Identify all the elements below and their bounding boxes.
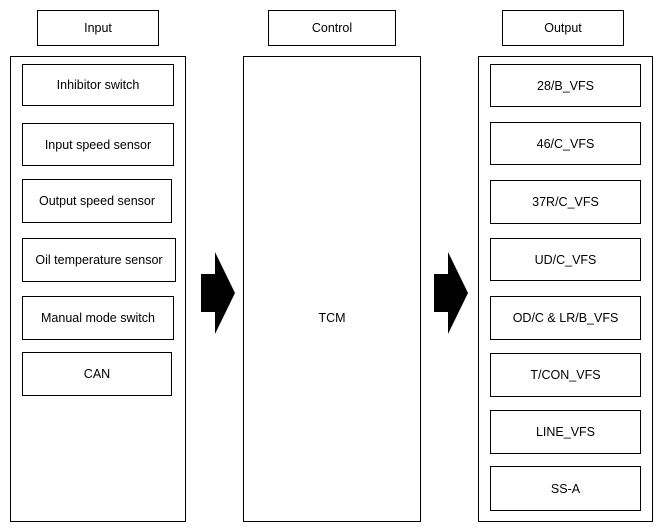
input-header: Input (37, 10, 159, 46)
output-item-tcon-vfs: T/CON_VFS (490, 353, 641, 397)
input-item-input-speed-sensor: Input speed sensor (22, 123, 174, 166)
control-header: Control (268, 10, 396, 46)
output-item-46c-vfs: 46/C_VFS (490, 122, 641, 165)
input-item-inhibitor-switch: Inhibitor switch (22, 64, 174, 106)
output-item-line-vfs: LINE_VFS (490, 410, 641, 454)
input-item-manual-mode-switch: Manual mode switch (22, 296, 174, 340)
output-item-ss-a: SS-A (490, 466, 641, 511)
output-header: Output (502, 10, 624, 46)
output-item-udc-vfs: UD/C_VFS (490, 238, 641, 281)
tcm-label: TCM (318, 311, 346, 325)
output-item-28b-vfs: 28/B_VFS (490, 64, 641, 107)
arrow-right-icon (201, 252, 235, 334)
control-panel (243, 56, 421, 522)
input-item-output-speed-sensor: Output speed sensor (22, 179, 172, 223)
output-item-odc-lrb-vfs: OD/C & LR/B_VFS (490, 296, 641, 340)
arrow-right-icon (434, 252, 468, 334)
input-item-oil-temperature-sensor: Oil temperature sensor (22, 238, 176, 282)
output-item-37rc-vfs: 37R/C_VFS (490, 180, 641, 224)
input-item-can: CAN (22, 352, 172, 396)
